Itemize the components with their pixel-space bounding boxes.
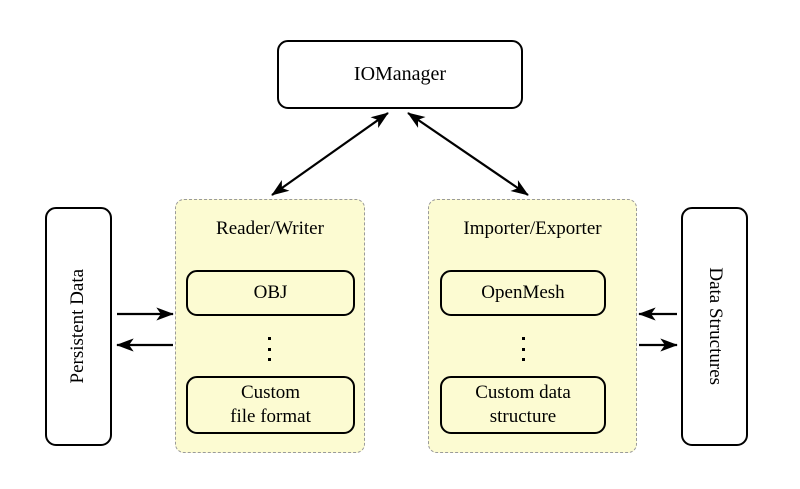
node-data-structures[interactable]: Data Structures: [681, 207, 748, 446]
node-custom-data-structure[interactable]: Custom data structure: [440, 376, 606, 434]
node-iomanager-label: IOManager: [353, 62, 447, 85]
node-openmesh-label: OpenMesh: [481, 281, 565, 303]
arrow-iomanager-readerwriter: [271, 112, 389, 196]
node-obj[interactable]: OBJ: [186, 270, 355, 316]
ellipsis-dot: [521, 347, 525, 351]
ellipsis-dot: [267, 358, 271, 361]
node-data-structures-label: Data Structures: [704, 267, 726, 386]
node-persistent-data[interactable]: Persistent Data: [45, 207, 112, 446]
group-reader-writer-title: Reader/Writer: [216, 218, 324, 239]
node-persistent-data-label: Persistent Data: [67, 269, 89, 384]
ellipsis-dot: [267, 347, 271, 351]
ellipsis-reader-writer: [267, 337, 271, 361]
arrow-iomanager-importerexporter: [407, 112, 529, 196]
node-custom-data-structure-label: Custom data structure: [475, 381, 571, 427]
node-iomanager[interactable]: IOManager: [277, 40, 523, 109]
node-custom-file-format-label: Custom file format: [230, 381, 311, 427]
group-importer-exporter-title: Importer/Exporter: [463, 218, 602, 239]
node-openmesh[interactable]: OpenMesh: [440, 270, 606, 316]
ellipsis-dot: [521, 337, 525, 340]
ellipsis-dot: [267, 337, 271, 340]
ellipsis-dot: [521, 358, 525, 361]
node-obj-label: OBJ: [253, 281, 288, 303]
ellipsis-importer-exporter: [521, 337, 525, 361]
node-custom-file-format[interactable]: Custom file format: [186, 376, 355, 434]
